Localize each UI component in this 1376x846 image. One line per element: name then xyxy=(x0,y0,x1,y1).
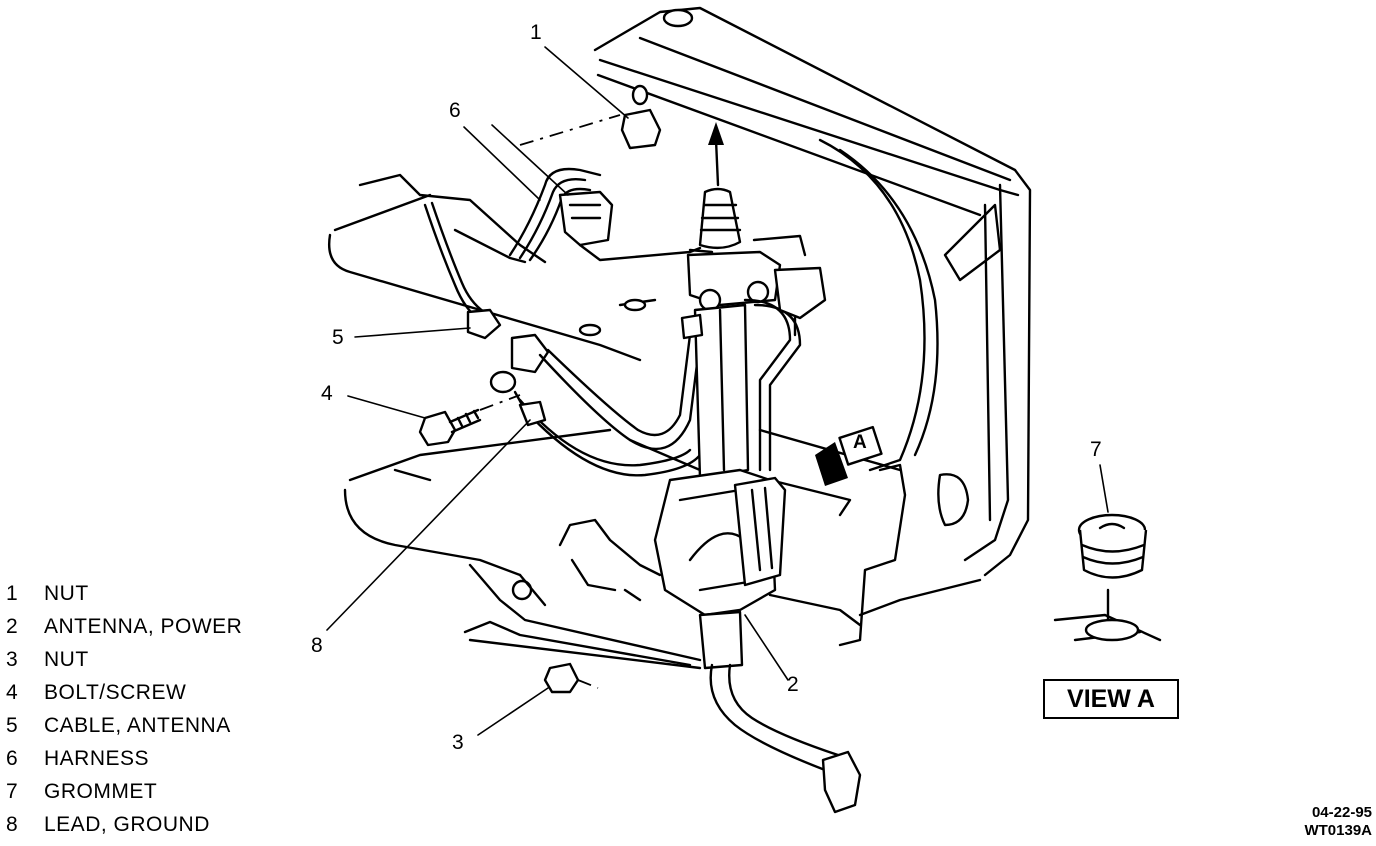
trunk-panel xyxy=(328,173,862,670)
callout-8: 8 xyxy=(311,634,323,657)
power-antenna-drawing xyxy=(653,187,862,814)
view-a-label: VIEW A xyxy=(1043,679,1179,719)
legend-label: GROMMET xyxy=(44,780,158,803)
legend-number: 2 xyxy=(6,615,19,638)
legend-label: BOLT/SCREW xyxy=(44,681,187,704)
legend-label: HARNESS xyxy=(44,747,150,770)
nut-1-drawing xyxy=(519,84,662,150)
legend-item: 4 BOLT/SCREW xyxy=(6,681,242,714)
legend-number: 7 xyxy=(6,780,19,803)
legend-label: CABLE, ANTENNA xyxy=(44,714,231,737)
legend-number: 5 xyxy=(6,714,19,737)
legend-item: 3 NUT xyxy=(6,648,242,681)
grommet-drawing xyxy=(1053,513,1162,642)
legend-label: NUT xyxy=(44,582,89,605)
date-code: 04-22-95 xyxy=(1311,804,1372,821)
harness-drawing xyxy=(508,167,702,337)
legend-label: LEAD, GROUND xyxy=(44,813,210,836)
view-a-arrow xyxy=(815,425,883,486)
legend-item: 1 NUT xyxy=(6,582,242,615)
legend-item: 7 GROMMET xyxy=(6,780,242,813)
legend-item: 8 LEAD, GROUND xyxy=(6,813,242,846)
callout-6: 6 xyxy=(449,99,461,122)
bolt-and-ground-lead-drawing xyxy=(418,370,547,447)
figure-code: WT0139A xyxy=(1304,822,1372,839)
legend-item: 6 HARNESS xyxy=(6,747,242,780)
callout-2: 2 xyxy=(787,673,799,696)
callout-1: 1 xyxy=(530,21,542,44)
legend-item: 2 ANTENNA, POWER xyxy=(6,615,242,648)
antenna-cable-drawing xyxy=(423,201,702,477)
legend-label: NUT xyxy=(44,648,89,671)
mast-up-arrow xyxy=(708,122,724,187)
legend-item: 5 CABLE, ANTENNA xyxy=(6,714,242,747)
legend-number: 6 xyxy=(6,747,19,770)
nut-3-drawing xyxy=(511,573,599,694)
callout-3: 3 xyxy=(452,731,464,754)
callout-4: 4 xyxy=(321,382,333,405)
legend-number: 4 xyxy=(6,681,19,704)
legend-number: 3 xyxy=(6,648,19,671)
legend-number: 1 xyxy=(6,582,19,605)
legend-number: 8 xyxy=(6,813,19,836)
callout-7: 7 xyxy=(1090,438,1102,461)
legend-label: ANTENNA, POWER xyxy=(44,615,243,638)
view-arrow-letter: A xyxy=(853,432,867,453)
leader-lines xyxy=(326,46,1109,736)
callout-5: 5 xyxy=(332,326,344,349)
